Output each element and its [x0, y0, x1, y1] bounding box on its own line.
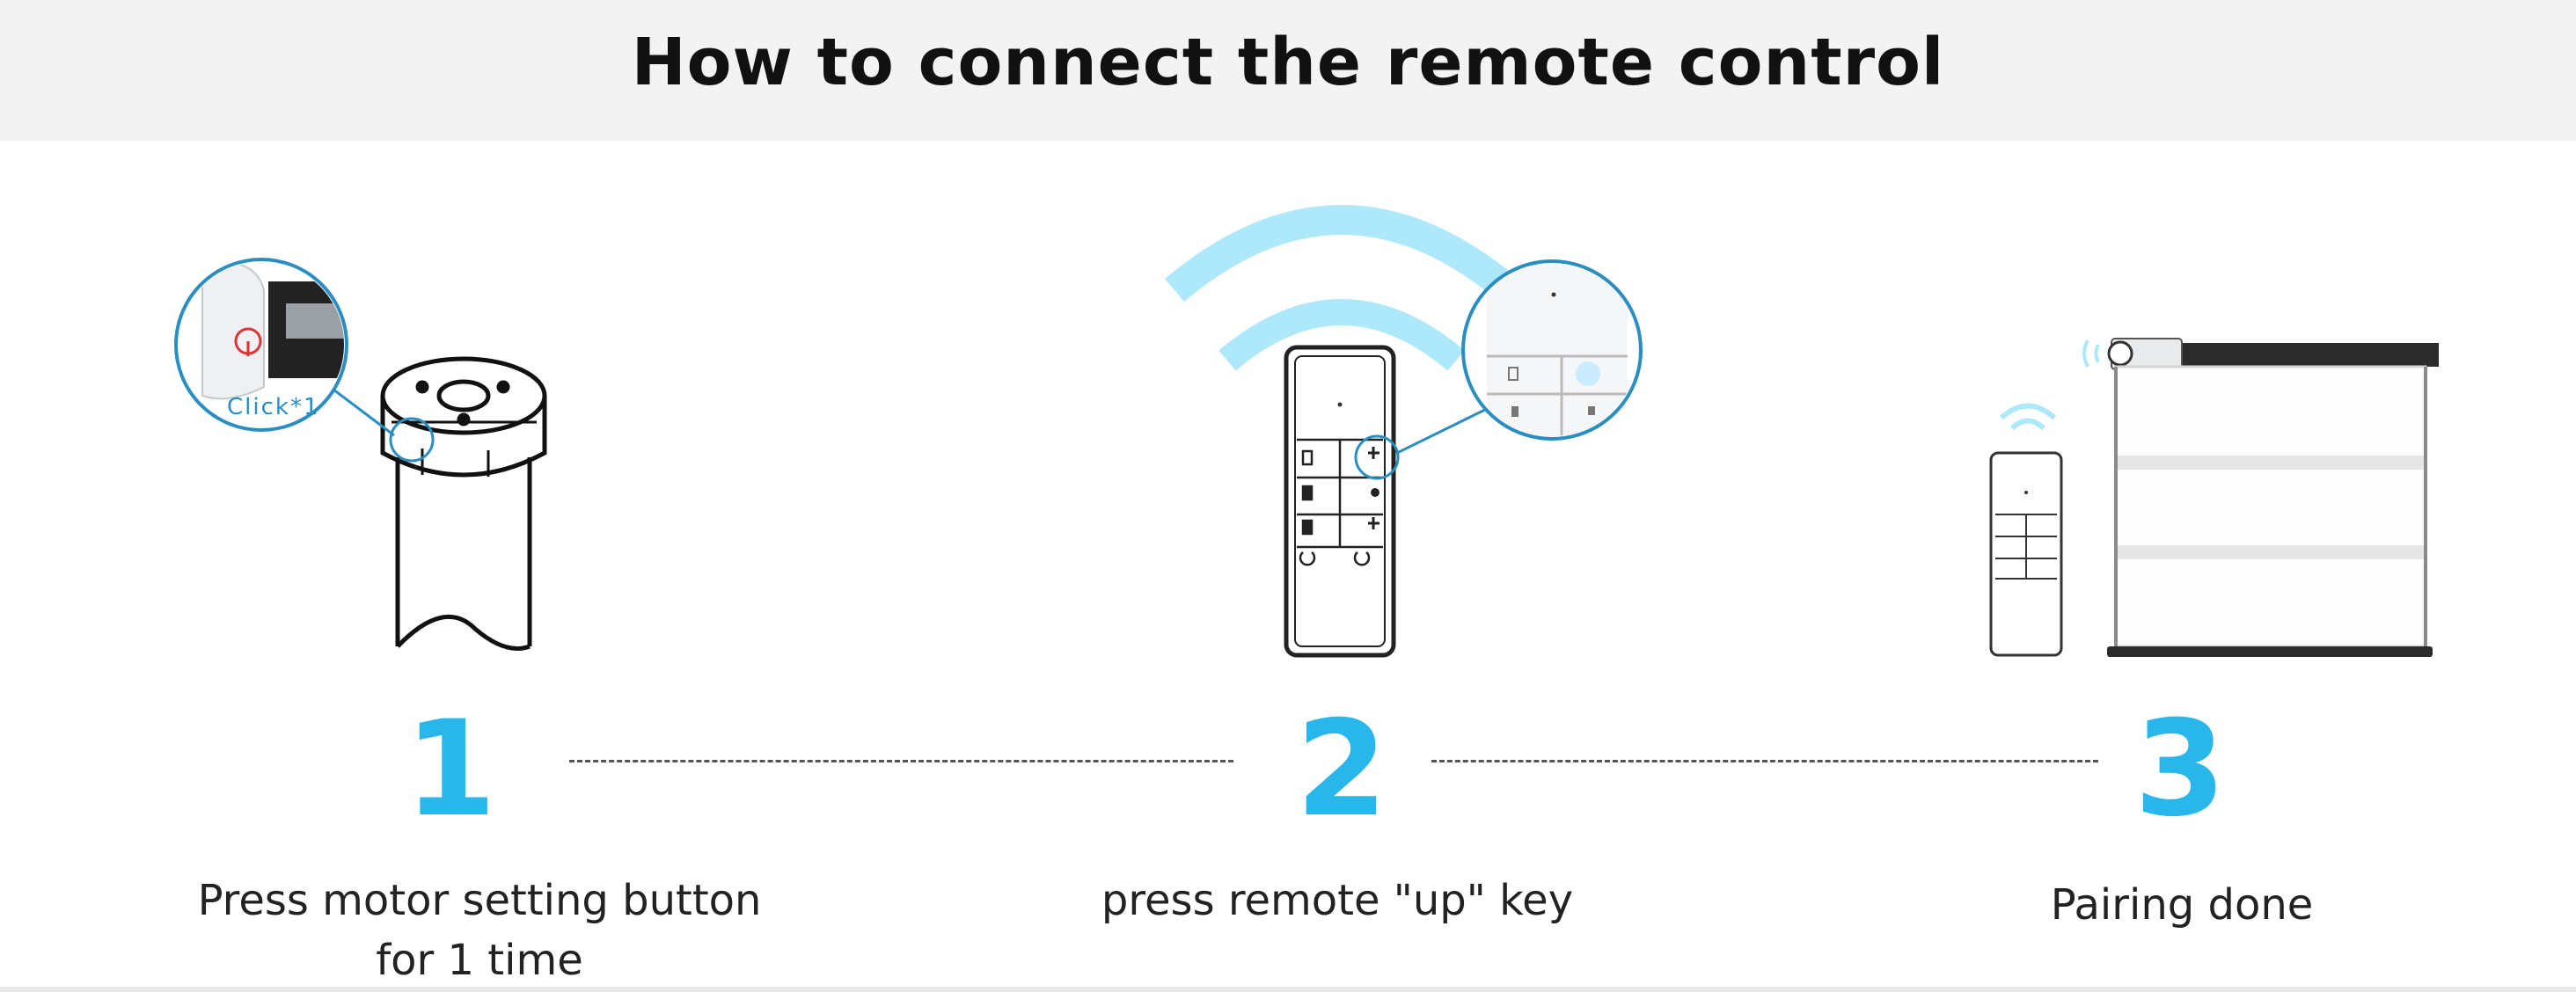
page-title: How to connect the remote control: [631, 25, 1945, 100]
motor-illustration: [380, 356, 547, 651]
small-signal-icon: [1999, 403, 2057, 431]
step-2-caption-line-1: press remote "up" key: [1101, 876, 1574, 925]
step-2-number: 2: [1295, 693, 1388, 846]
header-band: [0, 0, 2576, 141]
step-3-caption-line-1: Pairing done: [2050, 880, 2314, 930]
callout-click-label: Click*1: [227, 394, 320, 420]
step-1-caption: Press motor setting button for 1 time: [132, 871, 827, 990]
remote-zoom-callout: [1461, 259, 1643, 441]
connector-1-2: [569, 760, 1233, 762]
motor-zoom-callout: [174, 258, 348, 432]
motor-callout-leader: [329, 385, 395, 437]
roller-blind-illustration: [2082, 338, 2439, 657]
step-1-number: 1: [404, 693, 497, 846]
small-remote-illustration: [1989, 451, 2063, 657]
connector-2-3: [1431, 760, 2098, 762]
bottom-border: [0, 987, 2576, 992]
step-3-caption: Pairing done: [1874, 875, 2490, 935]
step-1-caption-line-1: Press motor setting button: [197, 876, 762, 925]
signal-waves: [1165, 205, 1519, 371]
step-1-caption-line-2: for 1 time: [376, 936, 583, 985]
step-3-number: 3: [2133, 693, 2227, 846]
remote-illustration: [1284, 345, 1400, 658]
step-2-caption: press remote "up" key: [985, 871, 1689, 930]
